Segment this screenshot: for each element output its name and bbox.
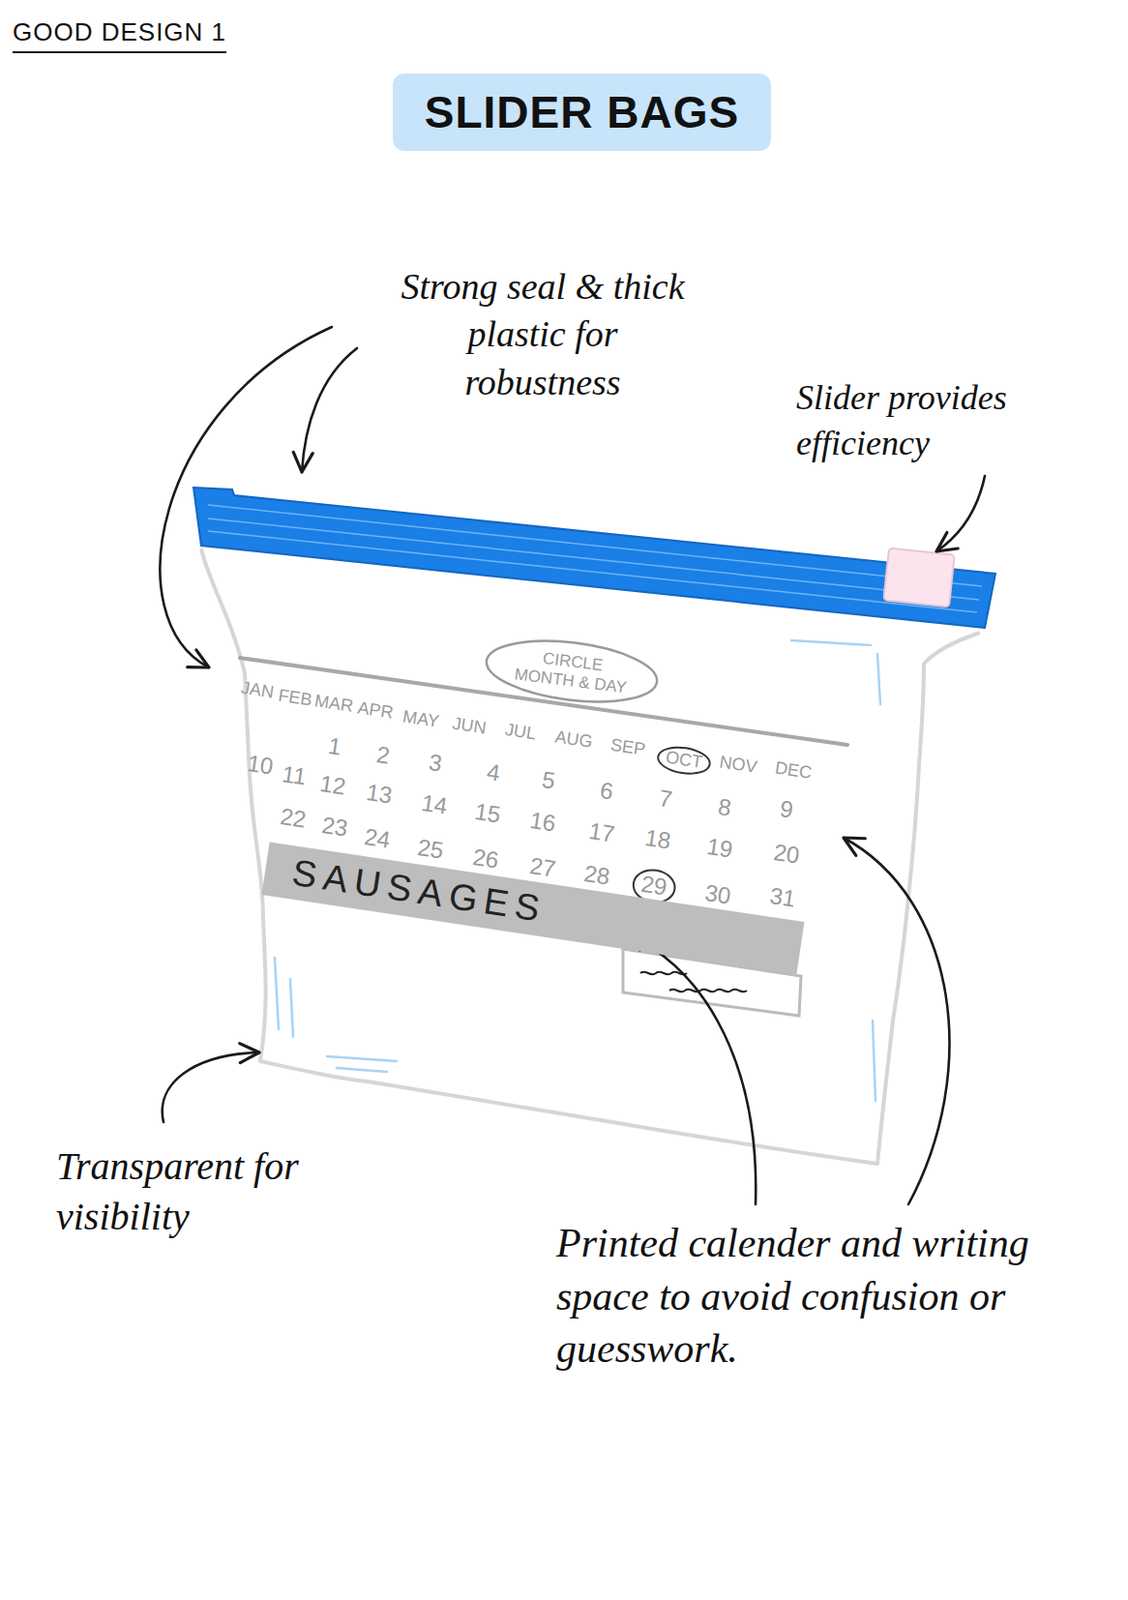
calendar-mark: 13: [364, 779, 394, 809]
calendar-mark: 19: [705, 833, 735, 863]
calendar-mark: 25: [415, 834, 446, 864]
callout-note: Slider provides efficiency: [796, 375, 1068, 467]
instruction-text: CIRCLE MONTH & DAY: [509, 645, 635, 698]
calendar-mark: 17: [587, 818, 617, 848]
slider-tab: [883, 548, 954, 608]
calendar-mark: 15: [473, 799, 503, 829]
calendar-mark: 12: [318, 771, 348, 801]
bag-outline: [201, 548, 980, 1164]
calendar-mark: 14: [419, 790, 449, 820]
calendar-mark: 28: [582, 860, 612, 891]
calendar-mark: 31: [768, 883, 798, 913]
calendar-mark: 24: [362, 824, 392, 854]
callout-note: Transparent for visibility: [56, 1141, 376, 1243]
title-banner: SLIDER BAGS: [392, 73, 772, 151]
calendar-mark: 16: [528, 807, 558, 837]
ellipse-shape: [482, 632, 660, 711]
page-tag: GOOD DESIGN 1: [12, 17, 227, 54]
callout-note: Printed calender and writing space to av…: [556, 1217, 1040, 1376]
callout-note: Strong seal & thick plastic for robustne…: [387, 263, 698, 407]
calendar-mark: 22: [278, 803, 308, 833]
calendar-mark: 10: [245, 750, 275, 780]
zip-seal: [193, 487, 996, 628]
calendar-mark: 27: [528, 853, 558, 883]
calendar-mark: 23: [320, 812, 350, 842]
calendar-mark: 26: [471, 844, 501, 874]
calendar-mark: 30: [703, 880, 733, 910]
calendar-mark: 18: [643, 825, 673, 855]
date-text: OCT: [664, 747, 705, 774]
calendar-mark: 20: [771, 839, 802, 869]
calendar-mark: 11: [280, 761, 309, 791]
